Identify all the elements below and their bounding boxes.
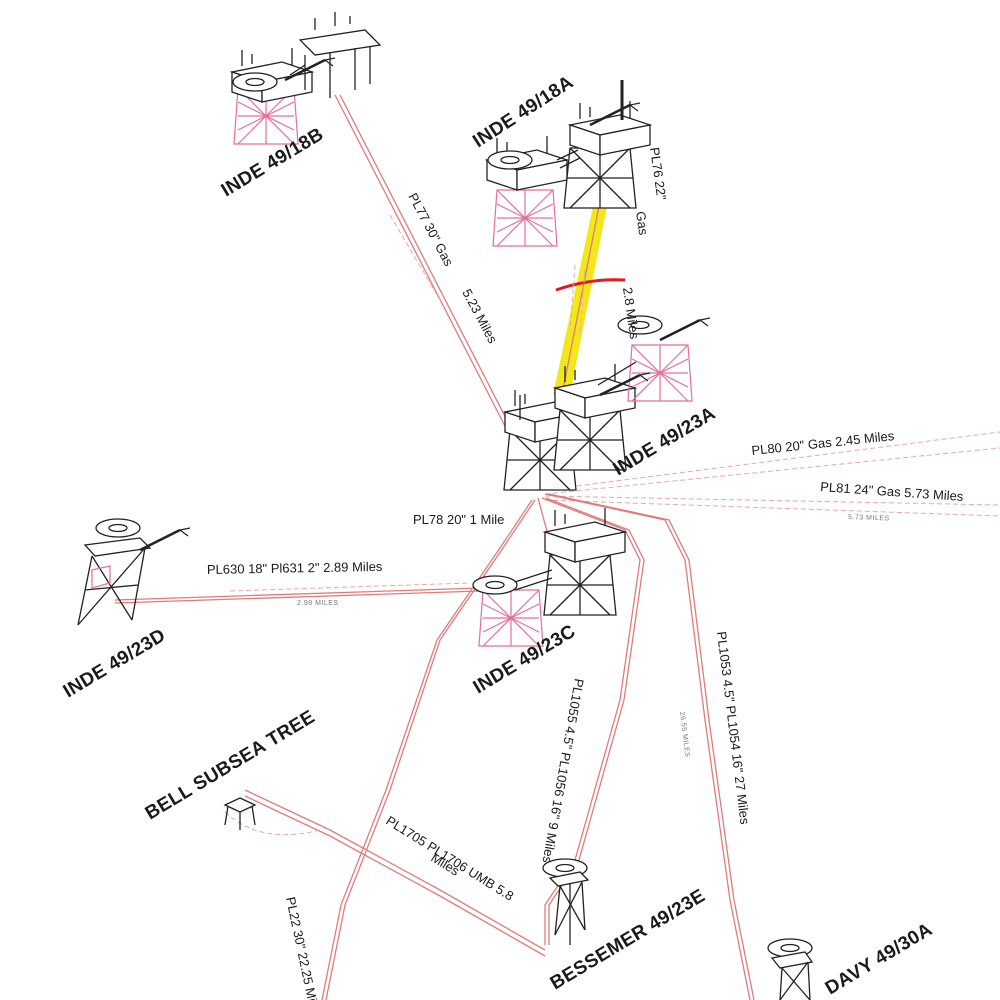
- platform-davy-49-30a[interactable]: [767, 938, 814, 1000]
- pipeline-pl81: [544, 495, 1000, 506]
- label-inde-49-23d: INDE 49/23D: [60, 625, 170, 702]
- label-pl630-miles-faint: 2.98 MILES: [297, 600, 339, 607]
- label-pl1055: PL1055 4.5" PL1056 16" 9 Miles: [539, 677, 586, 864]
- platform-inde-49-18b[interactable]: [231, 12, 382, 145]
- label-inde-49-18a: INDE 49/18A: [469, 72, 577, 152]
- label-pl80: PL80 20" Gas 2.45 Miles: [751, 428, 896, 458]
- label-pl76-gas: Gas: [633, 210, 651, 236]
- section-marker: [555, 278, 626, 292]
- pipeline-pl630: [114, 587, 481, 601]
- label-pl22: PL22 30" 22.25 Miles: [283, 896, 323, 1000]
- label-pl1053-miles-faint: 26.55 MILES: [678, 711, 691, 757]
- pipeline-pl22: [325, 499, 536, 1000]
- pipeline-pl78: [537, 497, 549, 536]
- label-inde-49-23a: INDE 49/23A: [610, 403, 720, 480]
- label-pl81: PL81 24" Gas 5.73 Miles: [820, 479, 965, 504]
- pipelines: [114, 94, 1000, 1000]
- label-pl81-miles-faint: 5.73 MILES: [848, 514, 890, 522]
- label-pl77-length: 5.23 Miles: [459, 286, 500, 346]
- platform-bessemer-49-23e[interactable]: [542, 858, 590, 945]
- label-pl630: PL630 18" Pl631 2" 2.89 Miles: [207, 559, 383, 577]
- platform-inde-49-18a[interactable]: [486, 80, 651, 247]
- pipeline-pl1705: [244, 789, 546, 951]
- label-bessemer-49-23e: BESSEMER 49/23E: [547, 885, 709, 994]
- platform-inde-49-23a[interactable]: [503, 315, 712, 491]
- pipeline-pl1055: [541, 497, 641, 945]
- label-pl77-spec: PL77 30" Gas: [405, 190, 456, 269]
- platform-inde-49-23d[interactable]: [77, 518, 192, 626]
- label-davy-49-30a: DAVY 49/30A: [822, 919, 936, 999]
- label-inde-49-23c: INDE 49/23C: [470, 621, 580, 698]
- label-pl76-length: 2.8 Miles: [620, 286, 642, 340]
- pipeline-pl80: [544, 431, 1000, 491]
- pipeline-pl1053: [544, 493, 751, 1000]
- label-pl76-spec: PL76 22": [647, 146, 669, 201]
- label-pl78: PL78 20" 1 Mile: [413, 512, 504, 527]
- platform-labels: INDE 49/18B INDE 49/18A INDE 49/23A INDE…: [60, 72, 936, 999]
- platform-bell-subsea-tree[interactable]: [223, 797, 257, 830]
- pipeline-pl77: [339, 94, 513, 431]
- platform-inde-49-23c[interactable]: [472, 507, 626, 647]
